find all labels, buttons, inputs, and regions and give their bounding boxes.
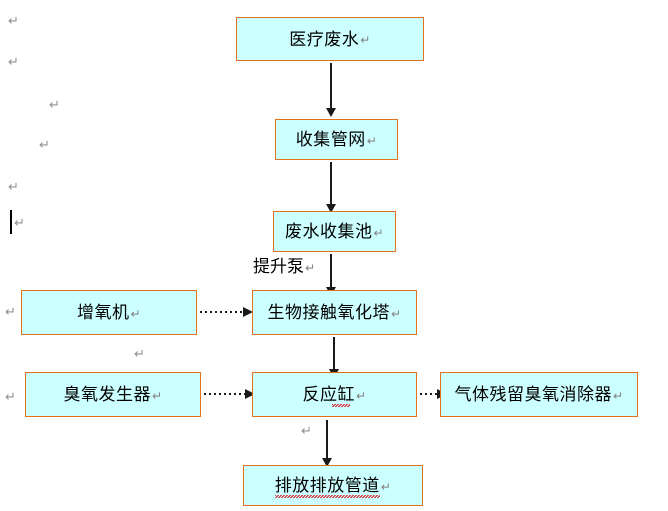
arrowhead-icon (326, 108, 336, 117)
arrow-wastewater-to-pipe (326, 63, 336, 117)
paragraph-mark: ↵ (8, 13, 19, 28)
arrow-reaction-tank-to-ozone-destructor (420, 389, 447, 399)
flow-node-label: 收集管网 (295, 130, 366, 149)
pilcrow-icon: ↵ (366, 133, 378, 148)
pilcrow-icon: ↵ (380, 479, 392, 494)
edge-label-text: 提升泵 (253, 257, 304, 276)
arrowhead-icon (245, 389, 255, 399)
arrow-pipe-to-tank (326, 162, 336, 213)
arrowhead-icon (243, 307, 253, 317)
pilcrow-icon: ↵ (130, 306, 142, 321)
flow-node-oxygenator[interactable]: 增氧机↵ (21, 290, 197, 335)
flow-node-ozone-generator[interactable]: 臭氧发生器↵ (25, 372, 201, 417)
paragraph-mark: ↵ (301, 423, 312, 438)
flow-node-wastewater-tank[interactable]: 废水收集池↵ (273, 211, 396, 252)
flow-node-label: 气体残留臭氧消除器 (454, 385, 612, 404)
flow-node-label: 废水收集池 (284, 222, 373, 241)
pilcrow-icon: ↵ (360, 33, 371, 47)
pilcrow-icon: ↵ (305, 261, 316, 275)
flow-node-label: 臭氧发生器 (63, 385, 151, 404)
paragraph-mark: ↵ (39, 137, 50, 152)
text-caret (10, 210, 12, 234)
paragraph-mark: ↵ (8, 179, 19, 194)
arrowhead-icon (322, 458, 332, 467)
arrow-ozone-generator-to-reaction-tank (204, 389, 255, 399)
flow-node-label: 排放排放管道 (274, 476, 380, 498)
flow-node-ozone-destructor[interactable]: 气体残留臭氧消除器↵ (440, 372, 638, 417)
flow-node-label: 反应缸 (302, 385, 355, 407)
flow-node-label: 增氧机 (76, 303, 130, 322)
edge-label-lift-pump: 提升泵↵ (253, 258, 315, 275)
paragraph-mark: ↵ (49, 97, 60, 112)
pilcrow-icon: ↵ (390, 306, 402, 321)
arrow-tank-to-tower (326, 254, 336, 296)
arrow-tower-to-reaction-tank (329, 337, 339, 378)
pilcrow-icon: ↵ (151, 388, 163, 403)
flow-node-label: 生物接触氧化塔 (267, 303, 390, 322)
arrow-oxygenator-to-tower (200, 307, 253, 317)
pilcrow-icon: ↵ (612, 388, 624, 403)
flow-node-reaction-tank[interactable]: 反应缸↵ (252, 372, 417, 417)
paragraph-mark: ↵ (5, 389, 16, 404)
flow-node-collection-pipe[interactable]: 收集管网↵ (275, 119, 398, 160)
flow-node-bio-oxidation-tower[interactable]: 生物接触氧化塔↵ (252, 290, 417, 335)
arrow-reaction-tank-to-discharge (322, 420, 332, 467)
pilcrow-icon: ↵ (373, 225, 385, 240)
paragraph-mark: ↵ (14, 215, 25, 230)
paragraph-mark: ↵ (134, 346, 145, 361)
flow-node-medical-wastewater[interactable]: 医疗废水↵ (236, 17, 424, 61)
paragraph-mark: ↵ (8, 54, 19, 69)
arrowhead-icon (326, 204, 336, 213)
flow-node-label: 医疗废水 (289, 29, 360, 49)
paragraph-mark: ↵ (5, 304, 16, 319)
flow-node-discharge-pipe[interactable]: 排放排放管道↵ (243, 465, 423, 506)
pilcrow-icon: ↵ (355, 388, 367, 403)
